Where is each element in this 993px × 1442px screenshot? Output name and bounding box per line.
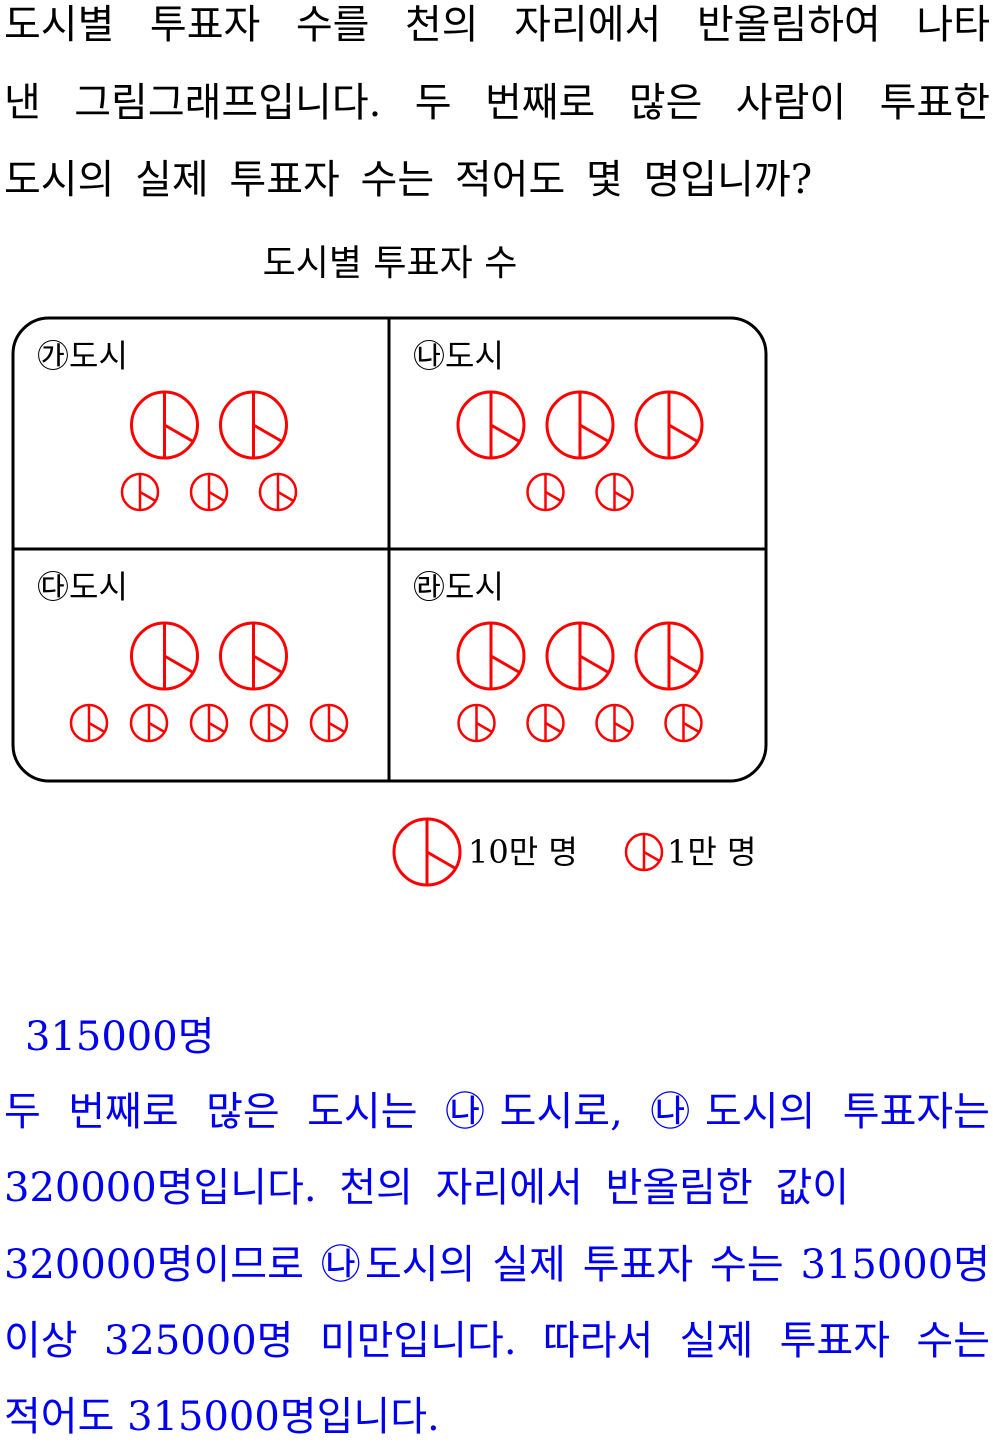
answer-line: 적어도 315000명입니다. [4, 1394, 440, 1440]
city-label: ㉮도시 [37, 337, 128, 375]
small-voter-icon [249, 703, 289, 743]
chart-title: 도시별 투표자 수 [262, 243, 518, 284]
big-voter-icon [130, 621, 199, 691]
picture-graph: ㉮도시 ㉯도시 ㉰도시 ㉱도시 10만 명 1만 명 [11, 316, 768, 887]
big-voter-icon [219, 390, 288, 460]
legend: 10만 명 1만 명 [392, 817, 756, 887]
small-voter-icon [309, 703, 349, 743]
big-voter-icon [219, 621, 288, 691]
city-label: ㉯도시 [413, 337, 504, 375]
answer-line: 두 번째로 많은 도시는 ㉯도시로, ㉯도시의 투표자는 [4, 1089, 990, 1135]
question-line: 낸 그림그래프입니다. 두 번째로 많은 사람이 투표한 [4, 80, 990, 126]
answer-value: 315000명 [25, 1014, 215, 1060]
big-voter-icon [545, 390, 615, 460]
city-label: ㉰도시 [37, 568, 128, 606]
small-voter-icon [258, 472, 298, 512]
city-cell: ㉰도시 [37, 568, 349, 743]
small-voter-icon [129, 703, 169, 743]
city-cell: ㉮도시 [37, 337, 298, 512]
small-voter-icon [189, 472, 229, 512]
city-cell: ㉯도시 [413, 337, 704, 512]
question-line: 도시별 투표자 수를 천의 자리에서 반올림하여 나타 [4, 2, 990, 48]
small-voter-icon [120, 472, 160, 512]
small-voter-icon [69, 703, 109, 743]
small-voter-icon [526, 472, 565, 512]
big-voter-icon [634, 390, 704, 460]
small-voter-icon [664, 703, 703, 743]
big-voter-icon [456, 621, 526, 691]
city-cell: ㉱도시 [413, 568, 704, 743]
small-voter-icon [189, 703, 229, 743]
big-voter-icon [456, 390, 526, 460]
answer-line: 320000명이므로 ㉯도시의 실제 투표자 수는 315000명 [4, 1242, 990, 1288]
legend-small-icon [624, 832, 664, 872]
question-line: 도시의 실제 투표자 수는 적어도 몇 명입니까? [4, 157, 813, 203]
city-label: ㉱도시 [413, 568, 504, 606]
answer-line: 이상 325000명 미만입니다. 따라서 실제 투표자 수는 [4, 1318, 990, 1364]
big-voter-icon [130, 390, 199, 460]
small-voter-icon [526, 703, 565, 743]
answer-line: 320000명입니다. 천의 자리에서 반올림한 값이 [4, 1165, 850, 1211]
small-voter-icon [595, 472, 634, 512]
big-voter-icon [634, 621, 704, 691]
big-voter-icon [545, 621, 615, 691]
legend-big-icon [392, 817, 462, 887]
small-voter-icon [595, 703, 634, 743]
legend-big-label: 10만 명 [468, 833, 578, 871]
small-voter-icon [457, 703, 496, 743]
legend-small-label: 1만 명 [667, 833, 756, 871]
